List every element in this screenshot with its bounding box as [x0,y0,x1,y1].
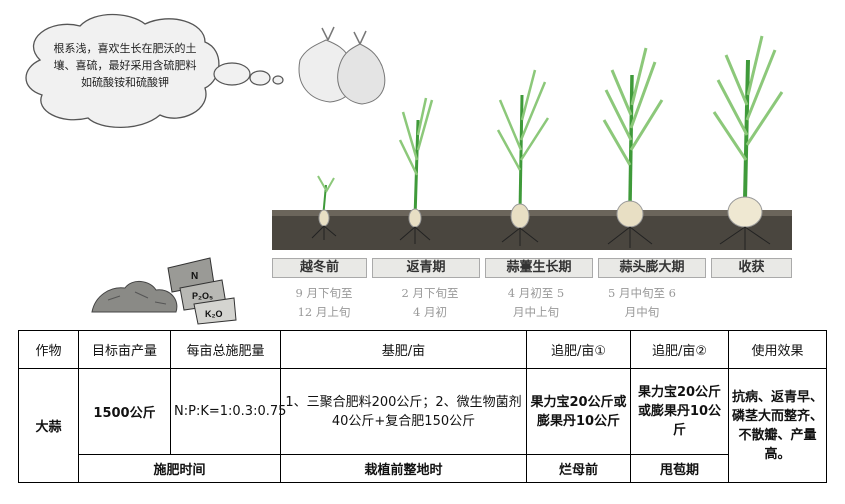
plant-stage-2-icon [398,97,434,244]
stage-label-1: 越冬前 [272,258,367,278]
cell-top-dressing-2: 果力宝20公斤或膨果丹10公斤 [630,368,729,455]
cell-timing-base: 栽植前整地时 [280,454,527,483]
stage-date-2-line1: 2 月下旬至 [401,286,459,300]
fertilization-table: 作物 目标亩产量 每亩总施肥量 基肥/亩 追肥/亩① 追肥/亩② 使用效果 大蒜… [18,330,827,483]
header-target-yield: 目标亩产量 [78,330,171,369]
header-top-dressing-2: 追肥/亩② [630,330,729,369]
stage-date-2: 2 月下旬至 4 月初 [380,284,480,322]
stage-date-1-line2: 12 月上旬 [297,305,351,319]
bag-label-n: N [191,271,198,282]
garlic-bulbs-icon [298,26,386,105]
stage-date-3-line2: 月中上旬 [513,305,559,319]
garlic-growth-illustration: N P₂O₅ K₂O [25,13,792,325]
plant-stage-4-icon [602,47,664,248]
soil-pile-icon [91,281,178,313]
plant-stage-5-icon [712,35,784,250]
thought-bubble-text: 根系浅，喜欢生长在肥沃的土壤、喜硫，最好采用含硫肥料如硫酸铵和硫酸钾 [53,42,197,89]
growth-stage-labels: 越冬前 返青期 蒜薹生长期 蒜头膨大期 收获 [272,258,792,280]
stage-date-4: 5 月中旬至 6 月中旬 [592,284,692,322]
stage-date-3: 4 月初至 5 月中上旬 [486,284,586,322]
bag-label-p: P₂O₅ [192,291,213,301]
plant-stage-3-icon [496,69,550,246]
cell-total-fertilizer: N:P:K=1:0.3:0.75 [170,368,286,455]
cell-timing-top1: 烂母前 [526,454,631,483]
header-top-dressing-1: 追肥/亩① [526,330,631,369]
cell-timing-top2: 甩苞期 [630,454,729,483]
stage-date-4-line1: 5 月中旬至 6 [608,286,676,300]
stage-date-2-line2: 4 月初 [413,305,447,319]
table-row: 大蒜 1500公斤 N:P:K=1:0.3:0.75 1、三聚合肥料200公斤；… [18,368,827,483]
stage-label-5: 收获 [711,258,792,278]
stage-label-3: 蒜薹生长期 [485,258,593,278]
stage-date-3-line1: 4 月初至 5 [507,286,565,300]
table-header-row: 作物 目标亩产量 每亩总施肥量 基肥/亩 追肥/亩① 追肥/亩② 使用效果 [18,330,827,369]
header-effect: 使用效果 [728,330,827,369]
cell-base-fertilizer: 1、三聚合肥料200公斤；2、微生物菌剂40公斤+复合肥150公斤 [280,368,527,455]
plant-stage-1-icon [311,175,337,240]
fertilizer-bags-icon: N P₂O₅ K₂O [167,257,237,325]
header-crop: 作物 [18,330,79,369]
bag-label-k: K₂O [205,309,223,319]
stage-label-4: 蒜头膨大期 [598,258,706,278]
cell-timing-label: 施肥时间 [78,454,281,483]
timing-row: 施肥时间 栽植前整地时 烂母前 甩苞期 [19,454,827,483]
stage-date-4-line2: 月中旬 [624,305,660,319]
stage-date-1-line1: 9 月下旬至 [295,286,353,300]
cell-top-dressing-1: 果力宝20公斤或膨果丹10公斤 [526,368,631,455]
soil-strip [272,210,792,250]
cell-crop: 大蒜 [18,368,79,483]
cell-effect: 抗病、返青早、磷茎大而整齐、不散瓣、产量高。 [728,368,827,483]
header-base-fertilizer: 基肥/亩 [280,330,527,369]
stage-date-1: 9 月下旬至 12 月上旬 [274,284,374,322]
thought-bubble [25,13,284,129]
header-total-fertilizer: 每亩总施肥量 [170,330,281,369]
stage-label-2: 返青期 [372,258,480,278]
cell-target-yield: 1500公斤 [78,368,171,455]
